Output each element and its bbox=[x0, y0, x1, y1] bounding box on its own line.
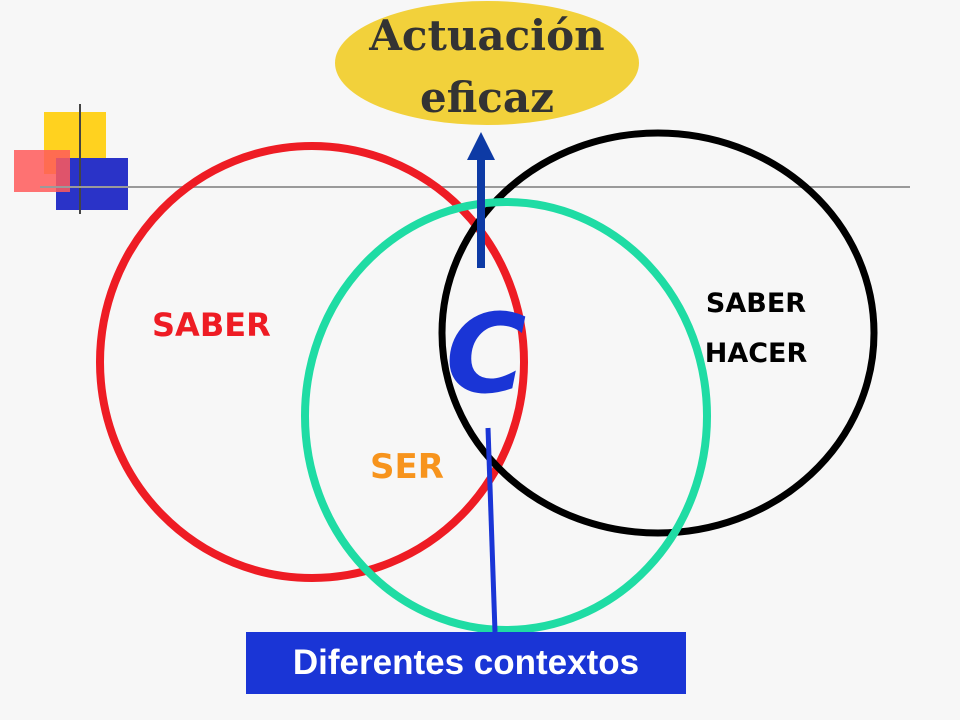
saber-hacer-label-line2: HACER bbox=[705, 338, 808, 369]
context-connector-line bbox=[485, 427, 498, 633]
up-arrow bbox=[467, 132, 495, 268]
goal-text-line2: eficaz bbox=[420, 73, 554, 122]
ser-label: SER bbox=[370, 447, 444, 487]
competence-letter: C bbox=[446, 290, 527, 418]
contexts-label: Diferentes contextos bbox=[246, 632, 686, 694]
saber-label: SABER bbox=[152, 306, 271, 344]
ser-circle bbox=[301, 198, 711, 634]
goal-ellipse bbox=[335, 1, 639, 125]
saber-hacer-label-line1: SABER bbox=[706, 288, 806, 319]
saber-hacer-circle bbox=[438, 129, 878, 537]
goal-text-line1: Actuación bbox=[368, 11, 604, 60]
saber-circle bbox=[96, 142, 528, 582]
deco-red-square bbox=[14, 150, 70, 192]
